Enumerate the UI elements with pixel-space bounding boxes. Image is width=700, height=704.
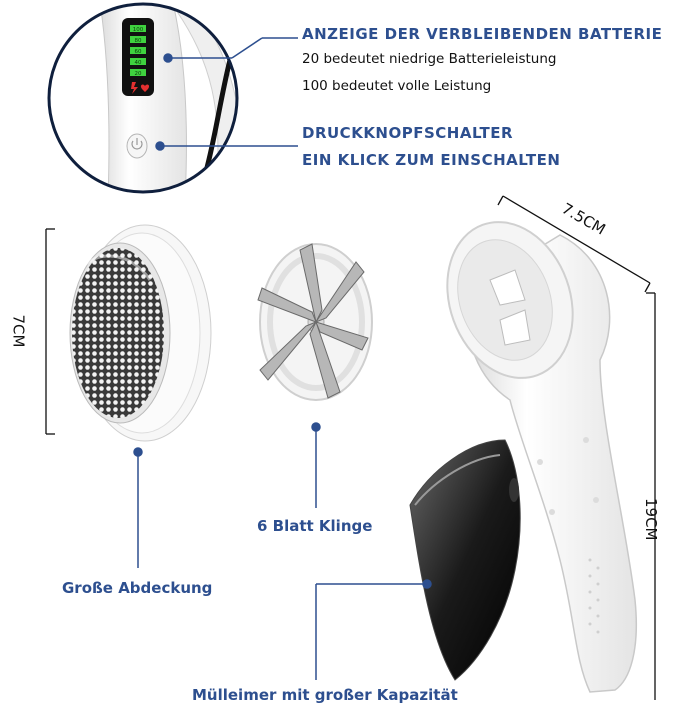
battery-level-80: 80 <box>135 38 142 44</box>
dimension-7-5cm <box>497 195 651 293</box>
dimension-19cm-label: 19CM <box>642 498 660 541</box>
power-button-icon <box>126 133 148 159</box>
dimension-7cm-label: 7CM <box>9 314 28 348</box>
blade-disc <box>257 243 373 401</box>
waste-bin <box>409 439 521 681</box>
button-callout-line1: DRUCKKNOPFSCHALTER <box>302 124 514 142</box>
battery-level-20: 20 <box>135 71 142 77</box>
battery-level-60: 60 <box>135 49 142 55</box>
zoom-circle: 100 80 60 40 20 <box>47 2 239 194</box>
charging-icons <box>131 82 150 94</box>
battery-callout-title: ANZEIGE DER VERBLEIBENDEN BATTERIE <box>302 25 663 43</box>
dimension-19cm <box>646 292 656 700</box>
large-cover <box>69 224 212 442</box>
battery-level-bars <box>130 25 146 76</box>
cover-label: Große Abdeckung <box>62 579 213 597</box>
button-callout-line2: EIN KLICK ZUM EINSCHALTEN <box>302 151 561 169</box>
battery-level-100: 100 <box>133 27 144 33</box>
lint-remover-device <box>446 221 638 693</box>
battery-callout-line1: 20 bedeutet niedrige Batterieleistung <box>302 51 557 67</box>
blade-label: 6 Blatt Klinge <box>257 517 373 535</box>
bin-label: Mülleimer mit großer Kapazität <box>192 686 458 704</box>
label-lines <box>133 422 432 680</box>
callout-lines <box>155 37 298 151</box>
dimension-7cm <box>45 228 55 435</box>
battery-callout-line2: 100 bedeutet volle Leistung <box>302 78 492 94</box>
battery-level-40: 40 <box>135 60 142 66</box>
